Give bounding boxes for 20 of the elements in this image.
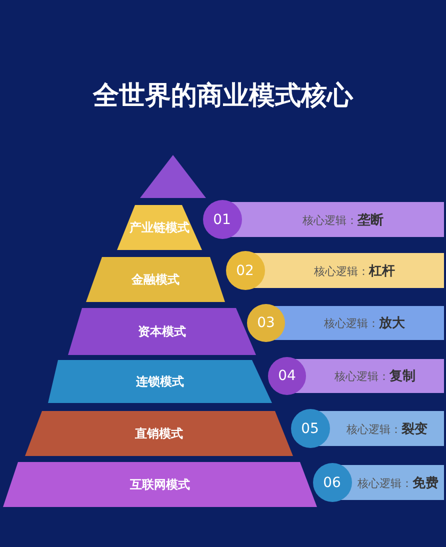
number-badge: 04 xyxy=(268,357,306,395)
pyramid-level: 连锁模式 xyxy=(48,360,272,403)
pyramid-level: 直销模式 xyxy=(25,411,293,456)
pyramid-level: 金融模式 xyxy=(86,257,225,302)
number-badge: 05 xyxy=(290,409,330,448)
number-badge: 02 xyxy=(226,251,264,290)
pyramid-level: 资本模式 xyxy=(68,308,256,355)
number-badge: 06 xyxy=(312,463,352,502)
logic-text: 核心逻辑：杠杆 xyxy=(312,262,396,280)
logic-text: 核心逻辑：裂变 xyxy=(345,420,428,438)
logic-text: 核心逻辑：免费 xyxy=(356,474,440,492)
pyramid-level: 互联网模式 xyxy=(3,462,317,507)
number-badge: 03 xyxy=(247,304,285,342)
number-badge: 01 xyxy=(202,200,242,239)
title: 全世界的商业模式核心 xyxy=(92,80,354,113)
logic-text: 核心逻辑：放大 xyxy=(323,315,406,332)
logic-text: 核心逻辑：垄断 xyxy=(301,212,384,228)
pyramid-level: 产业链模式 xyxy=(117,205,202,250)
pyramid-tip xyxy=(140,155,206,198)
logic-text: 核心逻辑：复制 xyxy=(334,368,416,385)
